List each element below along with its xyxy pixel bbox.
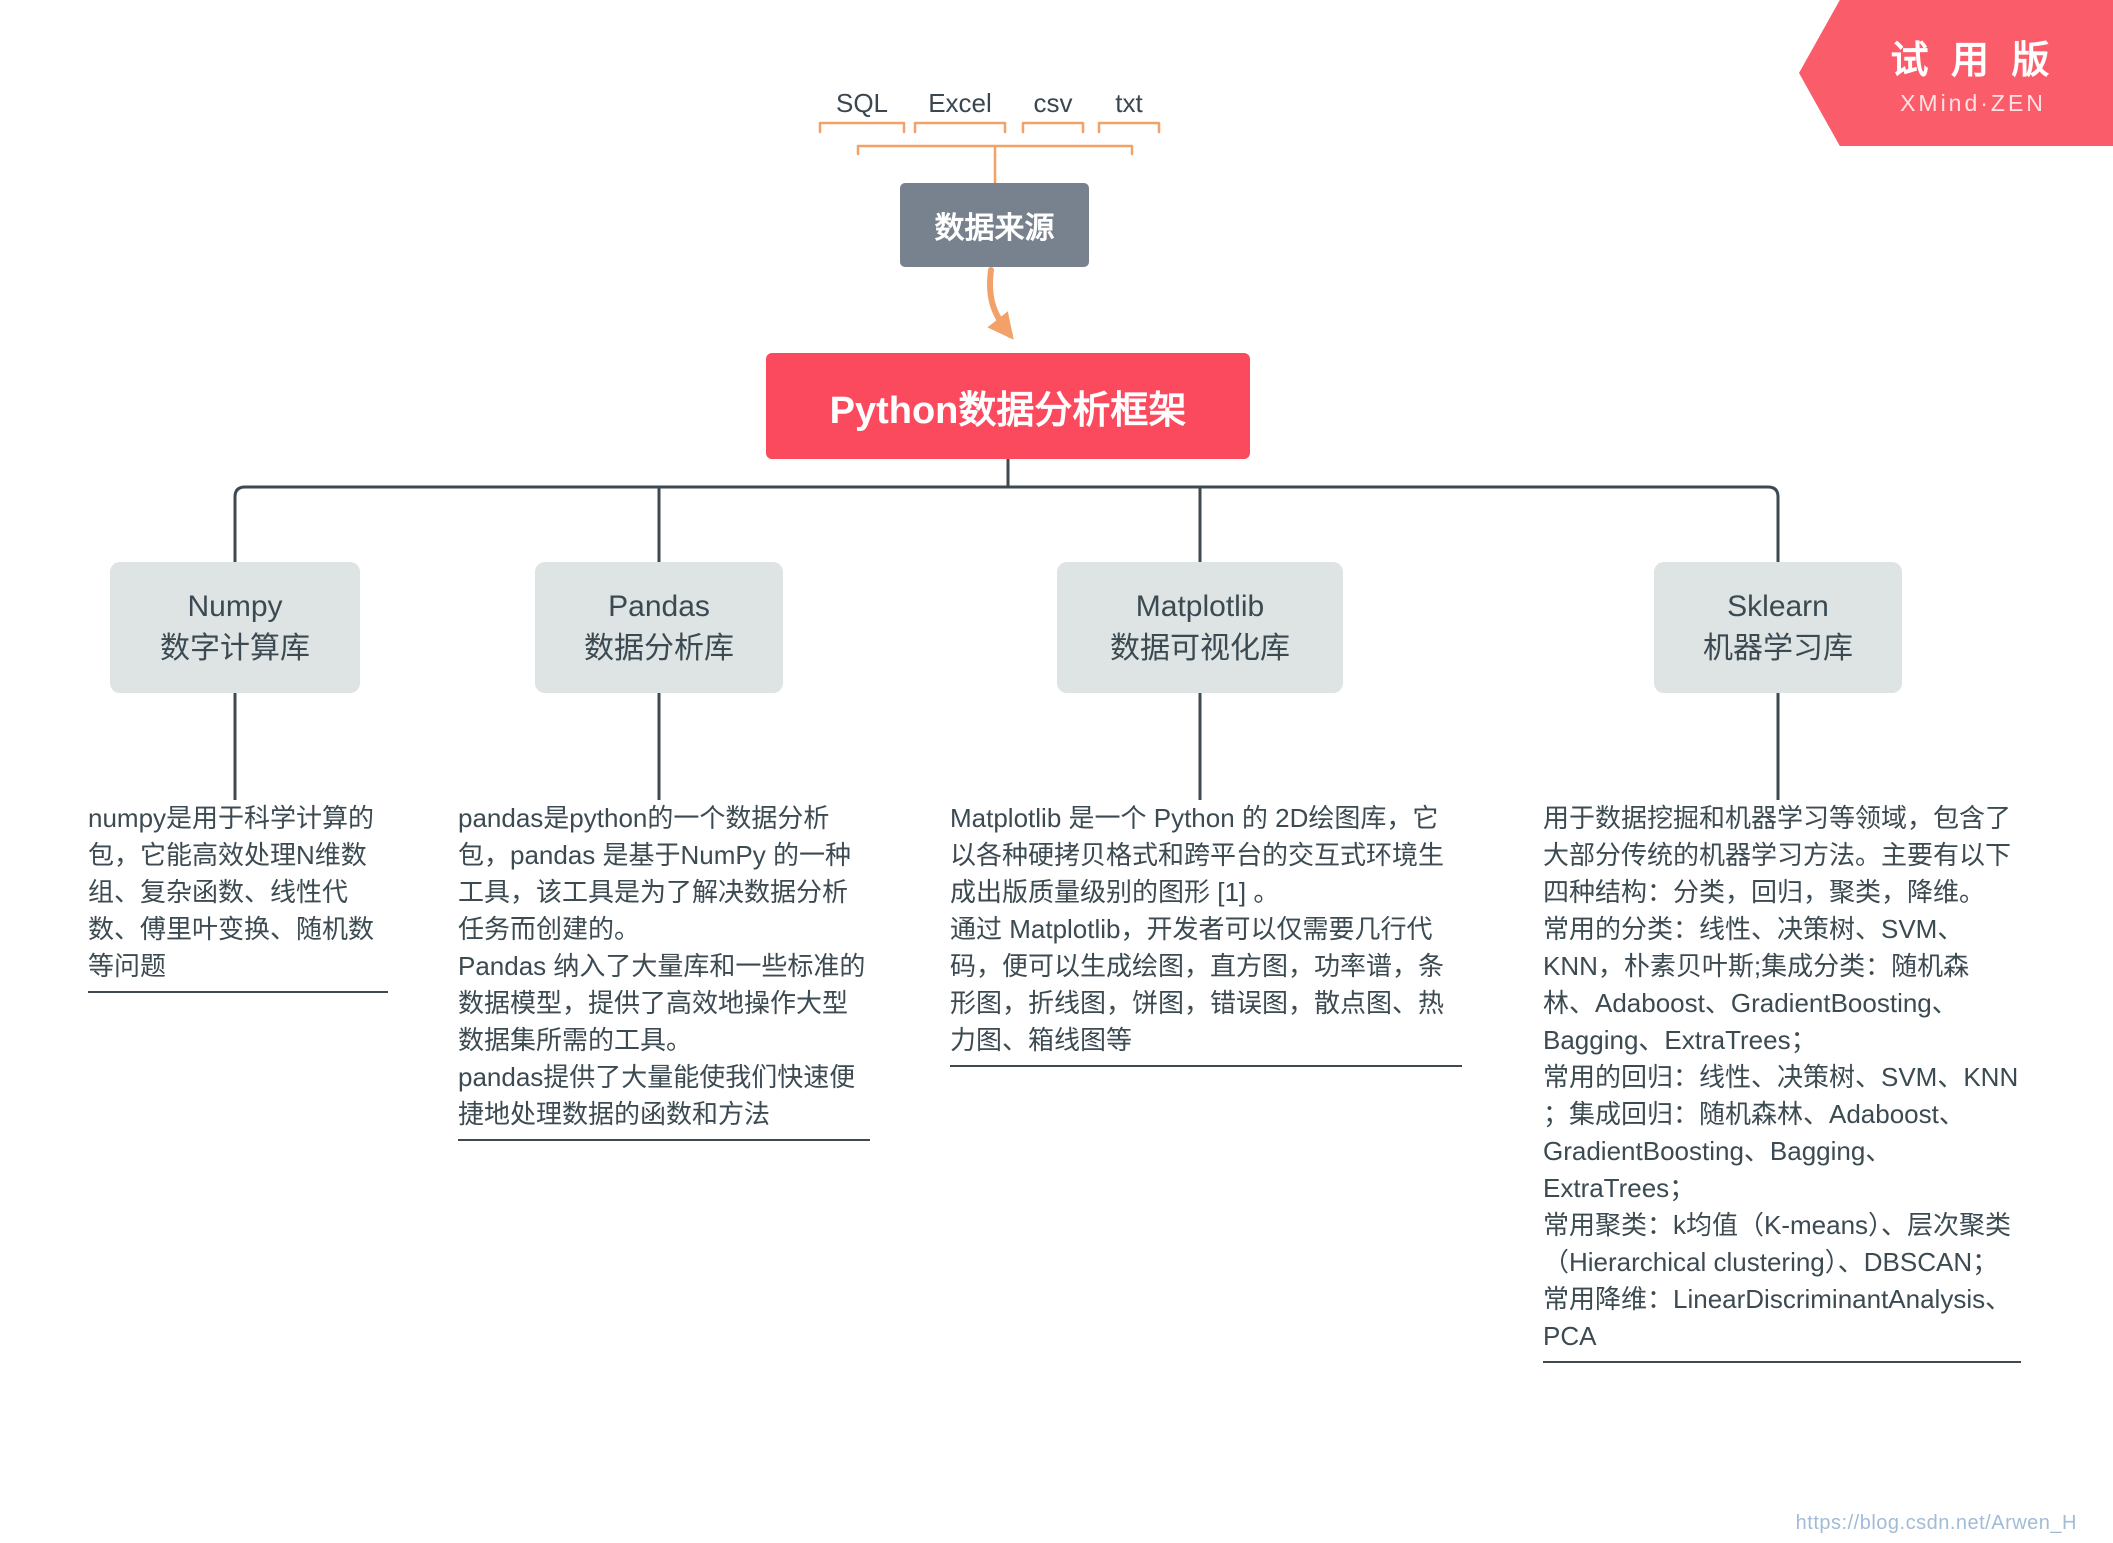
source-label-txt[interactable]: txt — [1115, 88, 1143, 118]
description-sklearn[interactable]: 用于数据挖掘和机器学习等领域，包含了大部分传统的机器学习方法。主要有以下四种结构… — [1543, 800, 2021, 1363]
flow-arrow-icon — [987, 267, 1014, 340]
description-numpy[interactable]: numpy是用于科学计算的包，它能高效处理N维数组、复杂函数、线性代数、傅里叶变… — [88, 800, 388, 993]
description-matplotlib[interactable]: Matplotlib 是一个 Python 的 2D绘图库，它以各种硬拷贝格式和… — [950, 800, 1462, 1067]
node-numpy[interactable]: Numpy 数字计算库 — [110, 562, 360, 693]
node-data-source[interactable]: 数据来源 — [900, 183, 1089, 267]
node-sklearn[interactable]: Sklearn 机器学习库 — [1654, 562, 1902, 693]
tree-connectors — [233, 459, 1780, 800]
source-label-csv[interactable]: csv — [1033, 88, 1073, 118]
branch-name: Pandas — [608, 589, 710, 623]
watermark-url: https://blog.csdn.net/Arwen_H — [1795, 1512, 2077, 1534]
description-pandas[interactable]: pandas是python的一个数据分析包，pandas 是基于NumPy 的一… — [458, 800, 870, 1141]
node-root-python-framework[interactable]: Python数据分析框架 — [766, 353, 1250, 459]
branch-subtitle: 数字计算库 — [160, 631, 310, 665]
source-bracket — [818, 121, 1161, 185]
trial-badge: 试 用 版 XMind·ZEN — [1799, 0, 2113, 146]
branch-subtitle: 机器学习库 — [1703, 631, 1853, 665]
node-matplotlib[interactable]: Matplotlib 数据可视化库 — [1057, 562, 1343, 693]
branch-name: Sklearn — [1727, 589, 1829, 623]
source-label-excel[interactable]: Excel — [928, 88, 992, 118]
trial-badge-product: XMind·ZEN — [1900, 90, 2046, 116]
branch-name: Numpy — [187, 589, 283, 623]
node-pandas[interactable]: Pandas 数据分析库 — [535, 562, 783, 693]
branch-name: Matplotlib — [1135, 589, 1265, 623]
branch-subtitle: 数据可视化库 — [1110, 631, 1290, 665]
branch-subtitle: 数据分析库 — [584, 631, 734, 665]
trial-badge-title: 试 用 版 — [1890, 40, 2056, 82]
source-label-sql[interactable]: SQL — [835, 88, 889, 118]
